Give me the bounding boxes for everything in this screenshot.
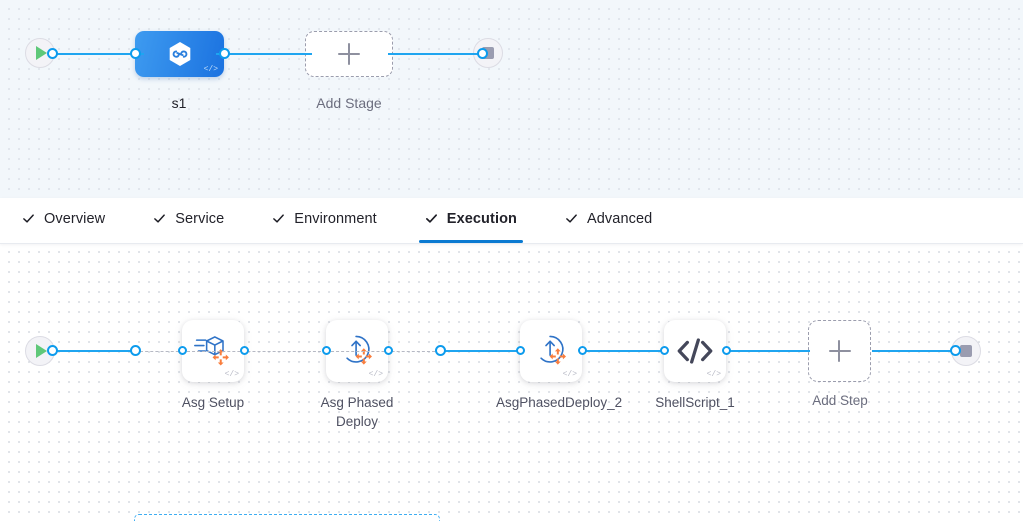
execution-start-dot[interactable] — [47, 345, 58, 356]
execution-end-dot[interactable] — [950, 345, 961, 356]
tab-active-underline — [418, 240, 523, 243]
asg-deploy-icon — [540, 335, 566, 365]
canvas-dot-grid — [0, 243, 1023, 521]
tab-execution[interactable]: Execution — [418, 198, 523, 243]
tab-service-label: Service — [175, 210, 225, 227]
connector-shellscript-to-addstep — [730, 349, 810, 352]
tab-advanced[interactable]: Advanced — [565, 198, 652, 243]
tab-execution-label: Execution — [446, 210, 517, 227]
execution-start-node[interactable] — [25, 336, 55, 366]
stage-output-dot[interactable] — [219, 48, 230, 59]
tab-advanced-label: Advanced — [587, 210, 653, 227]
step-node-asg-phased-deploy-2[interactable]: </> — [520, 320, 582, 382]
connector-addstage-to-end — [388, 52, 482, 55]
asg-phased-deploy-2-input-dot[interactable] — [516, 346, 525, 355]
stage-code-badge: </> — [203, 65, 218, 74]
connector-group-entry-dashed — [140, 350, 184, 352]
add-step-button[interactable] — [808, 320, 871, 382]
connector-start-to-stage — [52, 52, 144, 55]
step-code-badge: </> — [224, 370, 239, 379]
harness-hexagon-icon — [169, 42, 190, 66]
step-label-asg-phased-deploy-2: AsgPhasedDeploy_2 — [496, 395, 623, 410]
step-node-shellscript-1[interactable]: </> — [664, 320, 726, 382]
step-label-shellscript-1: ShellScript_1 — [655, 395, 735, 410]
connector-asgsetup-to-phaseddeploy-dashed — [187, 350, 326, 352]
asg-phased-deploy-input-dot[interactable] — [322, 346, 331, 355]
connector-addstep-to-end — [872, 349, 956, 352]
asg-phased-deploy-output-dot[interactable] — [384, 346, 393, 355]
stage-node-s1[interactable]: </> — [135, 31, 224, 77]
execution-end-node[interactable] — [951, 336, 981, 366]
plus-icon — [338, 43, 360, 65]
connector-start-to-group — [52, 349, 137, 352]
check-icon — [425, 214, 437, 223]
step-label-asg-setup: Asg Setup — [181, 395, 245, 410]
start-connector-dot[interactable] — [47, 48, 58, 59]
tab-overview[interactable]: Overview — [22, 198, 105, 243]
connector-asgphaseddeploy2-to-shellscript — [586, 349, 666, 352]
connector-phaseddeploy-to-groupexit-dashed — [331, 350, 435, 352]
step-code-badge: </> — [368, 370, 383, 379]
shellscript-1-input-dot[interactable] — [660, 346, 669, 355]
connector-stage-to-addstage — [216, 52, 312, 55]
plus-icon — [828, 340, 851, 362]
asg-deploy-icon — [346, 335, 372, 365]
group-entry-dot[interactable] — [130, 345, 141, 356]
end-connector-dot[interactable] — [477, 48, 488, 59]
stage-input-dot[interactable] — [130, 48, 141, 59]
add-step-label: Add Step — [812, 393, 868, 408]
code-brackets-icon — [677, 338, 713, 364]
step-code-badge: </> — [706, 370, 721, 379]
stop-icon — [951, 336, 981, 366]
check-icon — [23, 214, 34, 223]
stage-label: s1 — [171, 95, 187, 111]
step-code-badge: </> — [562, 370, 577, 379]
check-icon — [566, 214, 577, 223]
check-icon — [273, 214, 285, 223]
step-group-canary-deployment[interactable] — [134, 514, 440, 521]
tab-service[interactable]: Service — [153, 198, 224, 243]
add-stage-button[interactable] — [305, 31, 393, 77]
execution-canvas[interactable]: Canary Deployment — [0, 243, 1023, 521]
add-stage-label: Add Stage — [316, 95, 382, 111]
asg-setup-output-dot[interactable] — [240, 346, 249, 355]
stage-canvas[interactable]: </> s1 Add Stage — [0, 0, 1023, 198]
play-icon — [25, 336, 55, 366]
step-label-asg-phased-deploy: Asg Phased Deploy — [320, 395, 394, 429]
connector-group-to-asgphaseddeploy2 — [440, 349, 520, 352]
tab-overview-label: Overview — [44, 210, 106, 227]
asg-setup-input-dot[interactable] — [178, 346, 187, 355]
stage-config-tabbar[interactable]: Overview Service Environment — [0, 198, 1023, 244]
tab-environment-label: Environment — [294, 210, 377, 227]
check-icon — [154, 214, 166, 223]
shellscript-1-output-dot[interactable] — [722, 346, 731, 355]
asg-phased-deploy-2-output-dot[interactable] — [578, 346, 587, 355]
tab-environment[interactable]: Environment — [272, 198, 377, 243]
group-exit-dot[interactable] — [435, 345, 446, 356]
